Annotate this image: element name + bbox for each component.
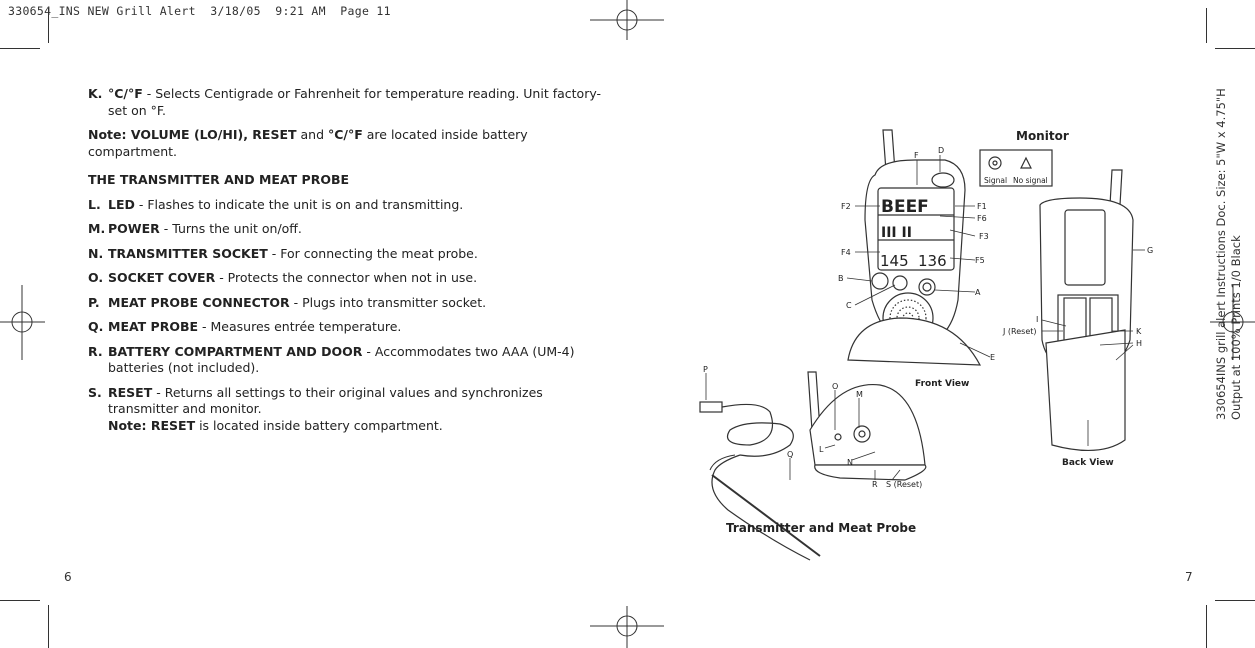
crop-mark xyxy=(1215,600,1255,601)
note-prefix: Note: xyxy=(88,127,131,142)
callout-c: C xyxy=(846,301,852,310)
item-label: SOCKET COVER xyxy=(108,270,216,285)
item-label: MEAT PROBE xyxy=(108,319,199,334)
callout-m: M xyxy=(856,390,863,399)
callout-f5: F5 xyxy=(975,256,985,265)
callout-l: L xyxy=(819,445,824,454)
item-letter: O. xyxy=(88,270,104,285)
note-prefix: Note: xyxy=(108,417,151,433)
callout-q: Q xyxy=(787,450,793,459)
crop-mark xyxy=(0,48,40,49)
note-text: and xyxy=(296,127,328,142)
callout-e: E xyxy=(990,353,995,362)
item-label: °C/°F xyxy=(108,86,143,101)
front-view-label: Front View xyxy=(915,379,969,389)
item-desc: - Accommodates two AAA (UM-4) batteries … xyxy=(108,343,575,376)
title-monitor: Monitor xyxy=(1016,129,1069,143)
title-transmitter: Transmitter and Meat Probe xyxy=(726,521,916,535)
callout-r: R xyxy=(872,480,878,489)
callout-f4: F4 xyxy=(841,248,851,257)
callout-k: K xyxy=(1136,327,1142,336)
note-keyword: °C/°F xyxy=(328,127,363,142)
item-letter: L. xyxy=(88,196,101,212)
item-letter: P. xyxy=(88,294,100,310)
item-m: M.POWER - Turns the unit on/off. xyxy=(88,221,608,238)
item-letter: S. xyxy=(88,384,102,400)
crop-mark xyxy=(1215,48,1255,49)
item-k: K. °C/°F - Selects Centigrade or Fahrenhe… xyxy=(88,86,608,119)
callout-s: S (Reset) xyxy=(886,480,922,489)
item-s: S. RESET - Returns all settings to their … xyxy=(88,385,558,435)
callout-b: B xyxy=(838,274,844,283)
callout-f3: F3 xyxy=(979,232,989,241)
signal-label: Signal xyxy=(984,176,1007,185)
callout-f6: F6 xyxy=(977,214,987,223)
callout-i: I xyxy=(1036,315,1038,324)
crop-mark xyxy=(48,8,49,43)
item-desc: - Selects Centigrade or Fahrenheit for t… xyxy=(108,86,602,118)
item-n: N.TRANSMITTER SOCKET - For connecting th… xyxy=(88,246,608,263)
callout-d: D xyxy=(938,146,944,155)
item-l: L. LED - Flashes to indicate the unit is … xyxy=(88,197,608,214)
item-letter: R. xyxy=(88,343,103,359)
printer-slug-line: 330654_INS NEW Grill Alert 3/18/05 9:21 … xyxy=(8,4,391,18)
section-heading: THE TRANSMITTER AND MEAT PROBE xyxy=(88,172,350,187)
lcd-beef: BEEF xyxy=(881,197,929,217)
lcd-current-temp: 136 xyxy=(918,252,947,270)
item-p: P. MEAT PROBE CONNECTOR - Plugs into tran… xyxy=(88,295,608,312)
item-label: BATTERY COMPARTMENT AND DOOR xyxy=(108,343,363,359)
item-desc: - Turns the unit on/off. xyxy=(159,221,302,236)
note-text: are located inside battery compartment. xyxy=(88,127,528,159)
callout-n: N xyxy=(847,458,853,467)
back-view-label: Back View xyxy=(1062,458,1114,468)
instructions-column: K. °C/°F - Selects Centigrade or Fahrenhe… xyxy=(88,86,608,442)
callout-f2: F2 xyxy=(841,202,851,211)
item-desc: - Plugs into transmitter socket. xyxy=(289,294,487,310)
note-text: is located inside battery compartment. xyxy=(195,417,443,433)
page-number-right: 7 xyxy=(1185,570,1193,584)
note-reset: Note: RESET is located inside battery co… xyxy=(108,418,558,435)
item-desc: - Returns all settings to their original… xyxy=(108,384,543,417)
callout-p: P xyxy=(703,365,708,374)
crop-mark xyxy=(1206,8,1207,43)
page-number-left: 6 xyxy=(64,570,72,584)
item-letter: N. xyxy=(88,245,104,261)
callout-f1: F1 xyxy=(977,202,987,211)
callout-g: G xyxy=(1147,246,1153,255)
item-desc: - Flashes to indicate the unit is on and… xyxy=(134,196,464,212)
crop-mark xyxy=(1206,605,1207,648)
callout-f: F xyxy=(914,151,919,160)
item-label: RESET xyxy=(108,384,153,400)
no-signal-label: No signal xyxy=(1013,176,1048,185)
item-desc: - For connecting the meat probe. xyxy=(267,245,478,261)
lcd-target-temp: 145 xyxy=(880,252,909,270)
item-letter: M. xyxy=(88,221,106,236)
item-label: MEAT PROBE CONNECTOR xyxy=(108,294,290,310)
item-desc: - Protects the connector when not in use… xyxy=(215,270,478,285)
item-r: R. BATTERY COMPARTMENT AND DOOR - Accommo… xyxy=(88,344,578,377)
note-keyword: VOLUME (LO/HI), RESET xyxy=(130,127,297,142)
lcd-indicator: III II xyxy=(881,225,912,241)
crop-mark xyxy=(48,605,49,648)
item-label: LED xyxy=(108,196,135,212)
callout-j: J (Reset) xyxy=(1002,327,1037,336)
callout-h: H xyxy=(1136,339,1142,348)
item-label: TRANSMITTER SOCKET xyxy=(108,245,268,261)
callout-o: O xyxy=(832,382,838,391)
item-label: POWER xyxy=(108,221,160,236)
item-o: O. SOCKET COVER - Protects the connector … xyxy=(88,270,608,287)
note-keyword: RESET xyxy=(150,417,196,433)
note-battery-compartment: Note: VOLUME (LO/HI), RESET and °C/°F ar… xyxy=(88,127,608,160)
item-letter: K. xyxy=(88,86,103,101)
crop-mark xyxy=(0,600,40,601)
item-desc: - Measures entrée temperature. xyxy=(198,319,402,334)
item-q: Q. MEAT PROBE - Measures entrée temperatu… xyxy=(88,319,608,336)
callout-a: A xyxy=(975,288,981,297)
item-letter: Q. xyxy=(88,319,104,334)
